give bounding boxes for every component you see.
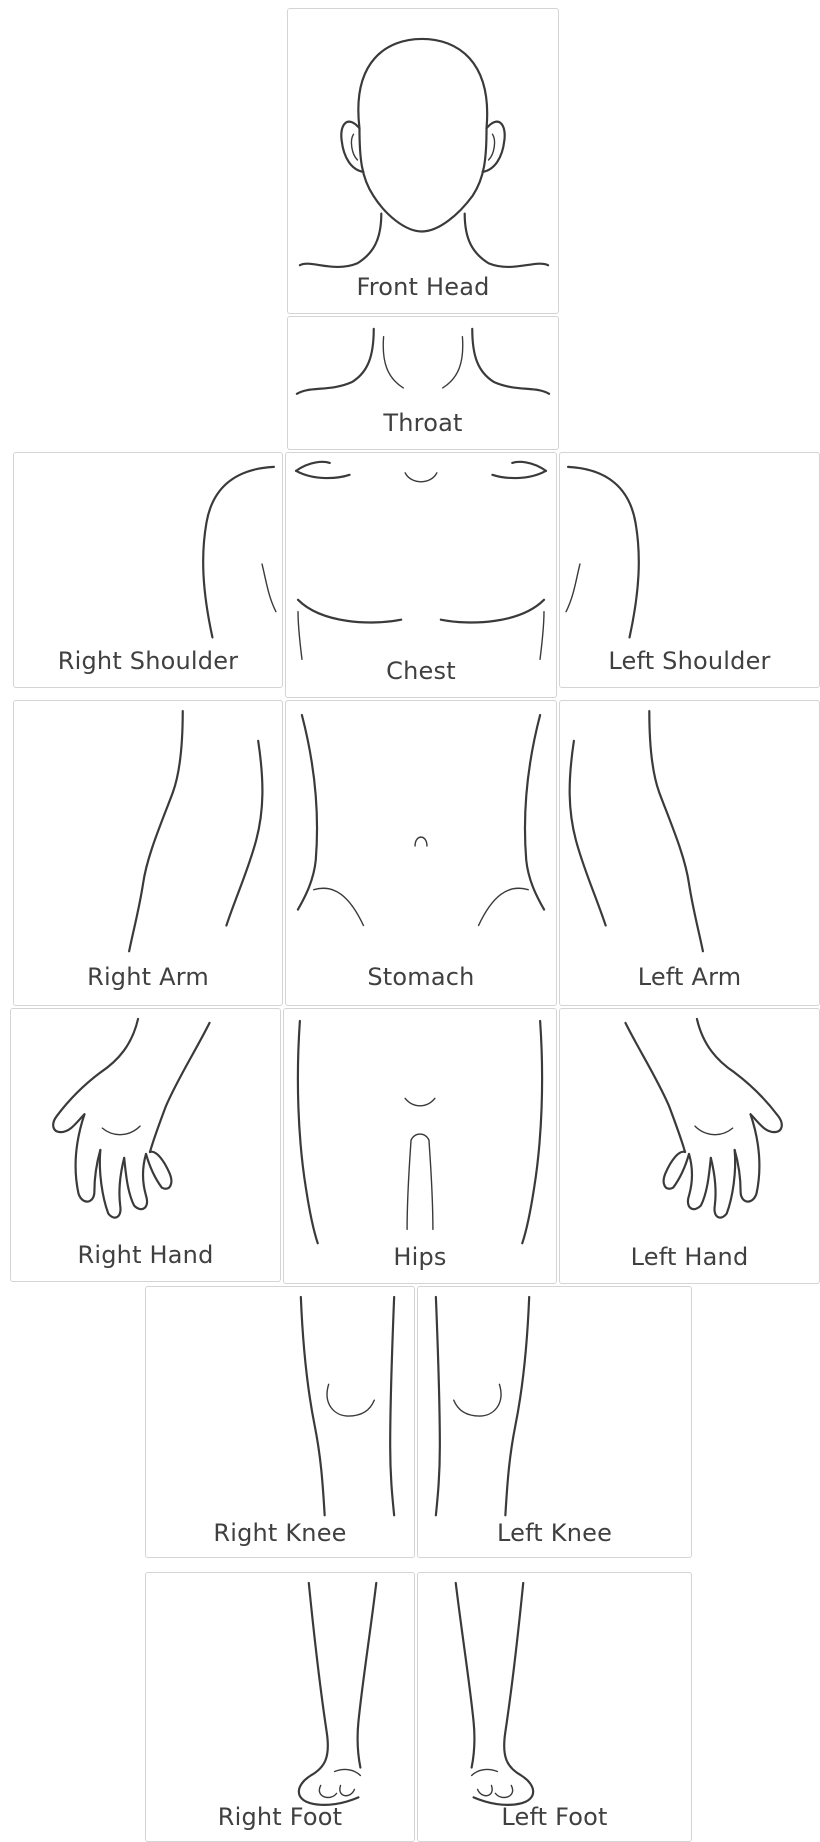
left-knee-outline-icon xyxy=(418,1287,691,1557)
left-shoulder-tile[interactable]: Left Shoulder xyxy=(559,452,820,688)
right-hand-label: Right Hand xyxy=(11,1241,280,1269)
hips-tile[interactable]: Hips xyxy=(283,1008,557,1284)
front-head-tile[interactable]: Front Head xyxy=(287,8,559,314)
chest-label: Chest xyxy=(286,657,556,685)
left-foot-outline-icon xyxy=(418,1573,691,1841)
chest-tile[interactable]: Chest xyxy=(285,452,557,698)
left-hand-outline-icon xyxy=(560,1009,819,1283)
right-shoulder-label: Right Shoulder xyxy=(14,647,282,675)
throat-tile[interactable]: Throat xyxy=(287,316,559,450)
stomach-outline-icon xyxy=(286,701,556,1005)
stomach-tile[interactable]: Stomach xyxy=(285,700,557,1006)
left-foot-label: Left Foot xyxy=(418,1803,691,1831)
hips-outline-icon xyxy=(284,1009,556,1283)
throat-label: Throat xyxy=(288,409,558,437)
right-foot-label: Right Foot xyxy=(146,1803,414,1831)
left-arm-label: Left Arm xyxy=(560,963,819,991)
left-foot-tile[interactable]: Left Foot xyxy=(417,1572,692,1842)
left-knee-label: Left Knee xyxy=(418,1519,691,1547)
left-arm-tile[interactable]: Left Arm xyxy=(559,700,820,1006)
left-arm-outline-icon xyxy=(560,701,819,1005)
right-foot-outline-icon xyxy=(146,1573,414,1841)
front-head-outline-icon xyxy=(288,9,558,313)
left-shoulder-label: Left Shoulder xyxy=(560,647,819,675)
left-hand-label: Left Hand xyxy=(560,1243,819,1271)
front-head-label: Front Head xyxy=(288,273,558,301)
right-knee-tile[interactable]: Right Knee xyxy=(145,1286,415,1558)
right-foot-tile[interactable]: Right Foot xyxy=(145,1572,415,1842)
right-knee-label: Right Knee xyxy=(146,1519,414,1547)
left-knee-tile[interactable]: Left Knee xyxy=(417,1286,692,1558)
right-knee-outline-icon xyxy=(146,1287,414,1557)
hips-label: Hips xyxy=(284,1243,556,1271)
right-hand-tile[interactable]: Right Hand xyxy=(10,1008,281,1282)
right-shoulder-tile[interactable]: Right Shoulder xyxy=(13,452,283,688)
right-arm-outline-icon xyxy=(14,701,282,1005)
left-hand-tile[interactable]: Left Hand xyxy=(559,1008,820,1284)
stomach-label: Stomach xyxy=(286,963,556,991)
right-arm-tile[interactable]: Right Arm xyxy=(13,700,283,1006)
right-arm-label: Right Arm xyxy=(14,963,282,991)
